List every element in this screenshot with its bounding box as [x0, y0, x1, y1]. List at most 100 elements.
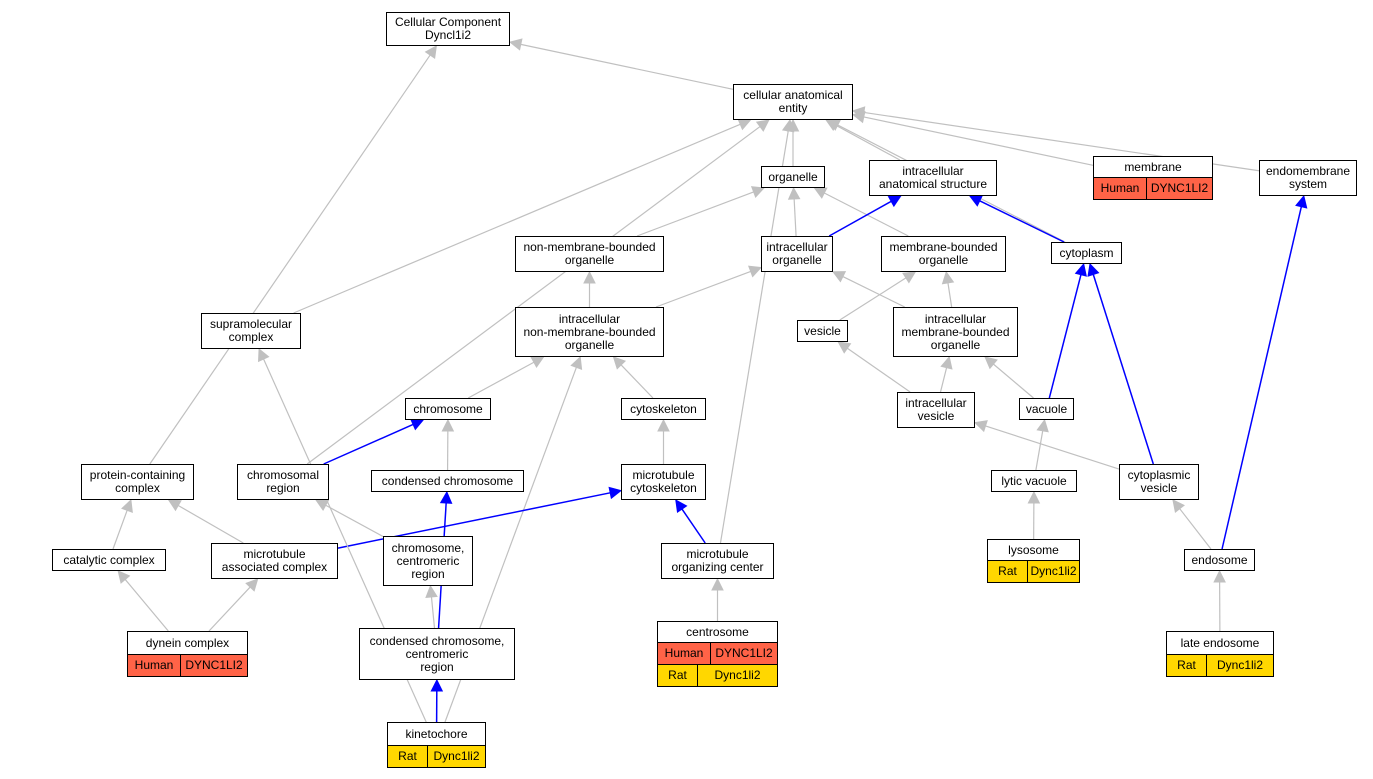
- edge-arrowhead: [441, 418, 455, 432]
- go-term-node-chromreg[interactable]: chromosomal region: [237, 464, 329, 500]
- go-term-node-vacuole[interactable]: vacuole: [1019, 398, 1074, 420]
- edge-cae-to-root: [520, 43, 734, 90]
- edge-arrowhead: [583, 270, 596, 284]
- go-term-node-pcc[interactable]: protein-containing complex: [81, 464, 194, 500]
- edge-mtac-to-pcc: [177, 504, 244, 544]
- go-term-label: membrane: [1124, 159, 1182, 174]
- go-term-label: endomembrane system: [1265, 164, 1351, 191]
- edge-supra-to-cae: [293, 123, 741, 314]
- edge-io-to-organelle: [793, 198, 797, 237]
- species-cell: Human: [128, 655, 180, 676]
- edge-arrowhead: [1172, 499, 1185, 513]
- edge-arrowhead: [167, 499, 182, 512]
- edge-arrowhead: [831, 271, 847, 283]
- edge-arrowhead: [1036, 418, 1049, 433]
- go-term-node-ivesicle[interactable]: intracellular vesicle: [897, 392, 975, 428]
- go-term-node-nmbo[interactable]: non-membrane-bounded organelle: [515, 236, 664, 272]
- edge-imbo-to-io: [842, 276, 905, 308]
- edge-arrowhead: [315, 499, 330, 512]
- edge-arrowhead: [117, 570, 131, 584]
- species-cell: Rat: [658, 665, 697, 686]
- go-term-node-vesicle[interactable]: vesicle: [797, 320, 848, 342]
- go-term-node-mtoc[interactable]: microtubule organizing center: [661, 543, 774, 579]
- edge-arrowhead: [826, 119, 842, 131]
- go-term-node-ias[interactable]: intracellular anatomical structure: [869, 160, 997, 196]
- edge-arrowhead: [748, 265, 763, 278]
- edge-arrowhead: [425, 584, 438, 599]
- edge-arrowhead: [612, 356, 627, 370]
- go-term-label: protein-containing complex: [89, 468, 186, 495]
- go-term-label: lysosome: [1008, 542, 1059, 557]
- go-term-label: cytoskeleton: [630, 401, 697, 416]
- edge-mtac-to-mtcyto: [337, 492, 611, 549]
- go-term-label: endosome: [1191, 552, 1248, 567]
- go-term-node-catalytic[interactable]: catalytic complex: [52, 549, 166, 571]
- go-term-node-mtcyto[interactable]: microtubule cytoskeleton: [621, 464, 706, 500]
- go-term-node-lytic[interactable]: lytic vacuole: [991, 470, 1077, 492]
- edge-arrowhead: [121, 498, 133, 513]
- edge-cytoskeleton-to-inmbo: [620, 364, 654, 399]
- go-term-node-ccen[interactable]: condensed chromosome, centromeric region: [359, 628, 515, 680]
- edge-lytic-to-vacuole: [1035, 430, 1044, 471]
- go-term-node-cytoplasm[interactable]: cytoplasm: [1051, 242, 1122, 264]
- go-term-node-mtac[interactable]: microtubule associated complex: [211, 543, 338, 579]
- edge-arrowhead: [530, 356, 545, 369]
- edge-arrowhead: [1074, 262, 1087, 277]
- go-term-node-chromosome[interactable]: chromosome: [405, 398, 491, 420]
- edge-dynein-to-mtac: [208, 586, 251, 632]
- go-term-label: vesicle: [804, 323, 841, 338]
- edge-chromreg-to-chromosome: [323, 423, 414, 465]
- edge-arrowhead: [973, 420, 988, 433]
- go-term-node-supra[interactable]: supramolecular complex: [201, 313, 301, 349]
- go-term-node-root[interactable]: Cellular Component Dyncl1i2: [386, 12, 510, 46]
- go-term-node-cae[interactable]: cellular anatomical entity: [733, 84, 853, 120]
- edge-vesicle-to-mbo: [839, 277, 907, 321]
- go-term-label: catalytic complex: [63, 552, 155, 567]
- go-term-node-endosome[interactable]: endosome: [1184, 549, 1255, 571]
- go-term-node-inmbo[interactable]: intracellular non-membrane-bounded organ…: [515, 307, 664, 357]
- edge-arrowhead: [245, 578, 259, 592]
- species-cell: Human: [658, 643, 710, 664]
- go-term-label: non-membrane-bounded organelle: [523, 240, 656, 267]
- go-term-node-organelle[interactable]: organelle: [761, 166, 825, 188]
- edge-arrowhead: [675, 499, 688, 514]
- go-term-node-chromcen[interactable]: chromosome, centromeric region: [383, 536, 473, 586]
- gene-cell: Dync1li2: [1027, 561, 1079, 582]
- go-term-node-cytoskeleton[interactable]: cytoskeleton: [621, 398, 706, 420]
- edge-membrane-to-cae: [863, 116, 1094, 166]
- edge-mtoc-to-cae: [719, 130, 789, 544]
- go-term-node-condchrom[interactable]: condensed chromosome: [371, 470, 524, 492]
- edge-io-to-ias: [828, 200, 892, 237]
- edge-cytoplasm-to-ias: [979, 200, 1065, 243]
- edge-chromreg-to-cae: [306, 126, 761, 465]
- edge-arrowhead: [781, 118, 795, 133]
- go-term-label: condensed chromosome: [381, 473, 514, 488]
- go-term-label: microtubule cytoskeleton: [630, 468, 697, 495]
- gene-cell: Dync1li2: [427, 746, 485, 767]
- edge-ivesicle-to-imbo: [939, 367, 948, 393]
- edge-arrowhead: [851, 106, 866, 119]
- go-term-node-imbo[interactable]: intracellular membrane-bounded organelle: [893, 307, 1018, 357]
- go-term-node-io[interactable]: intracellular organelle: [761, 236, 833, 272]
- go-term-node-endomembrane[interactable]: endomembrane system: [1259, 160, 1357, 196]
- go-term-label: intracellular vesicle: [905, 396, 967, 423]
- gene-cell: DYNC1LI2: [710, 643, 777, 664]
- go-term-label: cytoplasmic vesicle: [1127, 468, 1191, 495]
- gene-cell: Dync1li2: [697, 665, 777, 686]
- go-term-node-mbo[interactable]: membrane-bounded organelle: [881, 236, 1006, 272]
- go-term-label: chromosome, centromeric region: [391, 540, 465, 581]
- edge-endosome-to-cytovesicle: [1179, 508, 1212, 550]
- go-term-label: intracellular membrane-bounded organelle: [901, 311, 1010, 352]
- go-term-node-cytovesicle[interactable]: cytoplasmic vesicle: [1119, 464, 1199, 500]
- edge-arrowhead: [1213, 569, 1226, 583]
